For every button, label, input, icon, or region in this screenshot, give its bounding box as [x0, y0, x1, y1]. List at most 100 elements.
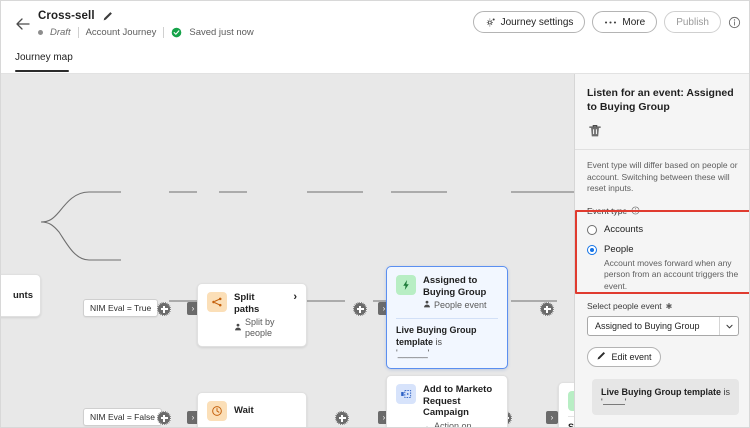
node-wait[interactable]: Wait Wait for: 5 days — [197, 392, 307, 427]
node-assigned-body-strong: Live Buying Group template — [396, 325, 477, 347]
trash-icon[interactable] — [587, 123, 603, 139]
add-step-icon[interactable] — [157, 411, 171, 425]
node-marketo-subtitle-text: Action on people — [434, 420, 472, 428]
node-assigned-body: Live Buying Group template is '______' — [387, 319, 507, 368]
node-assigned-body-rest: is — [433, 336, 443, 347]
node-split-subtitle: Split by people — [234, 317, 282, 339]
node-assigned-subtitle-text: People event — [434, 300, 487, 310]
info-icon[interactable] — [728, 16, 741, 29]
gear-icon — [485, 17, 496, 28]
node-split-title: Split paths — [234, 292, 260, 315]
clock-icon — [207, 401, 227, 421]
node-accounts-label: unts — [12, 290, 33, 301]
event-condition-strong: Live Buying Group template — [601, 387, 722, 397]
event-type-label-row: Event type — [587, 206, 739, 217]
node-split-subtitle-text: Split by people — [245, 317, 275, 338]
select-people-event-label-row: Select people event ✱ — [587, 301, 739, 311]
meta-divider — [163, 27, 165, 38]
top-bar: Cross-sell Draft Account Journey Saved j… — [1, 1, 749, 49]
node-assigned-divider — [396, 318, 498, 319]
more-button[interactable]: More — [592, 11, 658, 33]
event-type-label: Event type — [587, 206, 628, 216]
ellipsis-icon — [604, 20, 617, 25]
meta-row: Draft Account Journey Saved just now — [38, 27, 254, 38]
chevron-down-icon[interactable] — [719, 317, 738, 335]
node-marketo-subtitle: Action on people — [423, 420, 498, 428]
pencil-icon[interactable] — [102, 11, 113, 22]
node-assigned-body-blank: '______' — [396, 348, 430, 358]
add-step-icon[interactable] — [157, 302, 171, 316]
back-arrow-icon[interactable] — [13, 14, 33, 34]
node-assigned-header: Assigned to Buying Group People event — [387, 267, 507, 318]
edit-event-button[interactable]: Edit event — [587, 347, 661, 367]
branch-label-true[interactable]: NIM Eval = True — [83, 299, 159, 317]
publish-button[interactable]: Publish — [664, 11, 721, 33]
top-bar-actions: Journey settings More Publish — [472, 11, 741, 33]
publish-label: Publish — [676, 16, 709, 28]
node-assigned-subtitle: People event — [423, 300, 498, 311]
pencil-icon — [596, 351, 606, 363]
node-wait-header: Wait — [198, 393, 306, 427]
radio-option-accounts[interactable]: Accounts — [587, 224, 739, 235]
required-asterisk-icon: ✱ — [665, 301, 673, 311]
panel-help-text: Event type will differ based on people o… — [587, 160, 738, 193]
node-marketo-title: Add to Marketo Request Campaign — [423, 384, 493, 418]
radio-people-icon[interactable] — [587, 244, 597, 255]
chevron-right-icon[interactable]: › — [293, 291, 297, 303]
edit-event-label: Edit event — [611, 352, 652, 362]
radio-people-description: Account moves forward when any person fr… — [604, 257, 739, 291]
radio-people-label: People — [604, 243, 634, 255]
branch-label-false[interactable]: NIM Eval = False — [83, 408, 162, 426]
journey-settings-button[interactable]: Journey settings — [472, 11, 586, 33]
tab-journey-map[interactable]: Journey map — [15, 52, 73, 63]
radio-option-people[interactable]: People — [587, 244, 739, 255]
tab-divider — [1, 73, 749, 74]
journey-type-label: Account Journey — [85, 27, 157, 38]
status-dot-icon — [38, 30, 43, 35]
node-split-header: Split paths Split by people › — [198, 284, 306, 346]
event-condition-pill: Live Buying Group template is '' — [592, 379, 739, 415]
select-people-event-value: Assigned to Buying Group — [595, 321, 700, 331]
tab-bar: Journey map — [1, 49, 749, 74]
panel-title: Listen for an event: Assigned to Buying … — [587, 87, 734, 113]
radio-accounts-label: Accounts — [604, 223, 644, 235]
node-assigned-title: Assigned to Buying Group — [423, 275, 487, 298]
panel-header: Listen for an event: Assigned to Buying … — [575, 74, 749, 139]
person-icon — [423, 426, 431, 427]
marketo-campaign-icon — [396, 384, 416, 404]
add-step-icon[interactable] — [540, 302, 554, 316]
page-title: Cross-sell — [38, 10, 95, 22]
event-condition-rest: is — [721, 387, 731, 397]
expand-caret-icon[interactable]: › — [187, 411, 199, 424]
node-wait-title: Wait — [234, 405, 254, 416]
meta-divider — [77, 27, 79, 38]
info-icon[interactable] — [631, 206, 640, 217]
expand-caret-icon[interactable]: › — [546, 411, 558, 424]
node-accounts[interactable]: unts — [1, 274, 41, 317]
lightning-bolt-icon — [396, 275, 416, 295]
node-marketo-header: Add to Marketo Request Campaign Action o… — [387, 376, 507, 428]
person-icon — [423, 300, 431, 311]
status-badge: Draft — [50, 27, 71, 38]
add-step-icon[interactable] — [335, 411, 349, 425]
node-split-paths[interactable]: Split paths Split by people › — [197, 283, 307, 347]
node-assigned-to-buying-group[interactable]: Assigned to Buying Group People event Li… — [386, 266, 508, 369]
split-paths-icon — [207, 292, 227, 312]
node-assigned-titles: Assigned to Buying Group People event — [423, 275, 498, 311]
tab-active-indicator — [15, 70, 69, 72]
node-add-to-marketo-request-campaign[interactable]: Add to Marketo Request Campaign Action o… — [386, 375, 508, 428]
more-label: More — [622, 16, 646, 28]
panel-divider — [575, 149, 749, 150]
select-people-event-dropdown[interactable]: Assigned to Buying Group — [587, 316, 739, 336]
select-people-event-label: Select people event — [587, 301, 662, 311]
radio-accounts-icon[interactable] — [587, 224, 597, 235]
event-properties-panel: Listen for an event: Assigned to Buying … — [574, 74, 749, 427]
expand-caret-icon[interactable]: › — [187, 302, 199, 315]
node-split-titles: Split paths Split by people — [234, 292, 282, 339]
saved-status-text: Saved just now — [189, 27, 254, 38]
person-icon — [234, 323, 242, 334]
check-circle-icon — [171, 27, 182, 38]
add-step-icon[interactable] — [353, 302, 367, 316]
panel-event-type-section: Event type will differ based on people o… — [575, 150, 749, 415]
